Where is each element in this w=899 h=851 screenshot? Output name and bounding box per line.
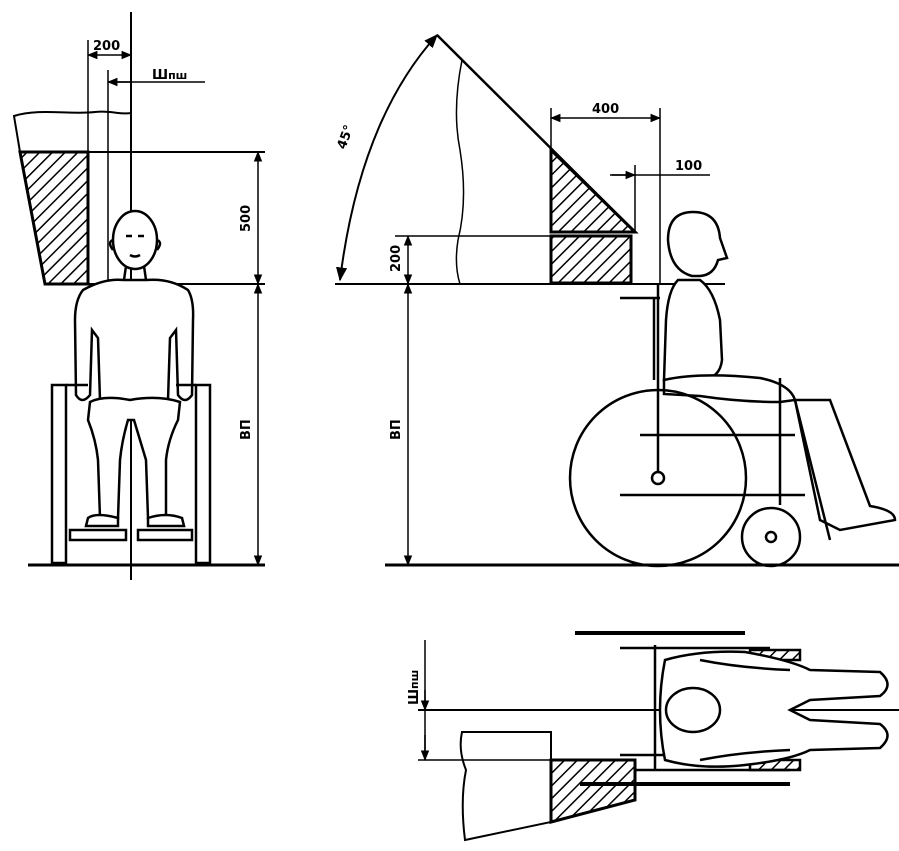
- side-person-thigh: [662, 374, 797, 404]
- front-shelf-hatched: [18, 150, 90, 286]
- front-dim-200-label: 200: [93, 39, 120, 54]
- front-wheelchair-frame: [66, 383, 196, 542]
- front-wheel-right: [194, 383, 212, 565]
- plan-wheelchair-frame: [620, 645, 790, 772]
- side-front-wheel-hub: [764, 530, 778, 544]
- plan-view: Шпш: [407, 631, 899, 842]
- front-person-torso: [73, 278, 195, 402]
- plan-person-head: [664, 686, 722, 734]
- side-angle-label: 45°: [335, 123, 358, 151]
- side-dim-200-label: 200: [389, 245, 404, 272]
- front-shelf-top-rough: [12, 110, 132, 153]
- side-wheelchair-frame: [620, 284, 832, 541]
- side-reach-arc: [336, 33, 438, 282]
- side-dim-100-label: 100: [675, 159, 702, 174]
- plan-shelf-rough: [459, 731, 552, 842]
- front-view: 200 Шпш 500 ВП: [12, 12, 265, 580]
- side-shelf-lower-hatched: [549, 234, 633, 285]
- front-dim-shsh-label: Шпш: [152, 68, 187, 83]
- front-person-head: [111, 209, 159, 271]
- front-wheel-left: [50, 383, 68, 565]
- side-front-wheel: [740, 506, 802, 568]
- side-view: 45° 400 100 200 ВП: [335, 33, 899, 568]
- side-shelf-upper-hatched: [549, 146, 639, 234]
- front-person-neck: [122, 265, 148, 281]
- front-person-ears: [108, 238, 162, 251]
- side-rear-wheel-hub: [650, 470, 666, 486]
- front-person-feet: [84, 513, 186, 528]
- plan-person-arms: [699, 658, 791, 762]
- side-dim-400-label: 400: [592, 102, 619, 117]
- side-person-head: [666, 210, 729, 278]
- side-dim-vp-label: ВП: [389, 419, 404, 440]
- front-dim-vp-label: ВП: [239, 419, 254, 440]
- front-person-face: [126, 234, 144, 258]
- plan-dim-label: Шпш: [407, 670, 422, 705]
- front-person-legs: [86, 396, 182, 520]
- side-break-line: [455, 59, 465, 285]
- front-person-figure: [73, 209, 195, 528]
- side-person-torso: [662, 278, 724, 382]
- front-dim-500-label: 500: [239, 205, 254, 232]
- plan-person-figure: [658, 650, 889, 768]
- plan-shelf-hatched: [549, 758, 637, 824]
- side-wheelchair: [568, 284, 832, 568]
- plan-person-body: [658, 650, 889, 768]
- front-wheelchair: [50, 383, 212, 565]
